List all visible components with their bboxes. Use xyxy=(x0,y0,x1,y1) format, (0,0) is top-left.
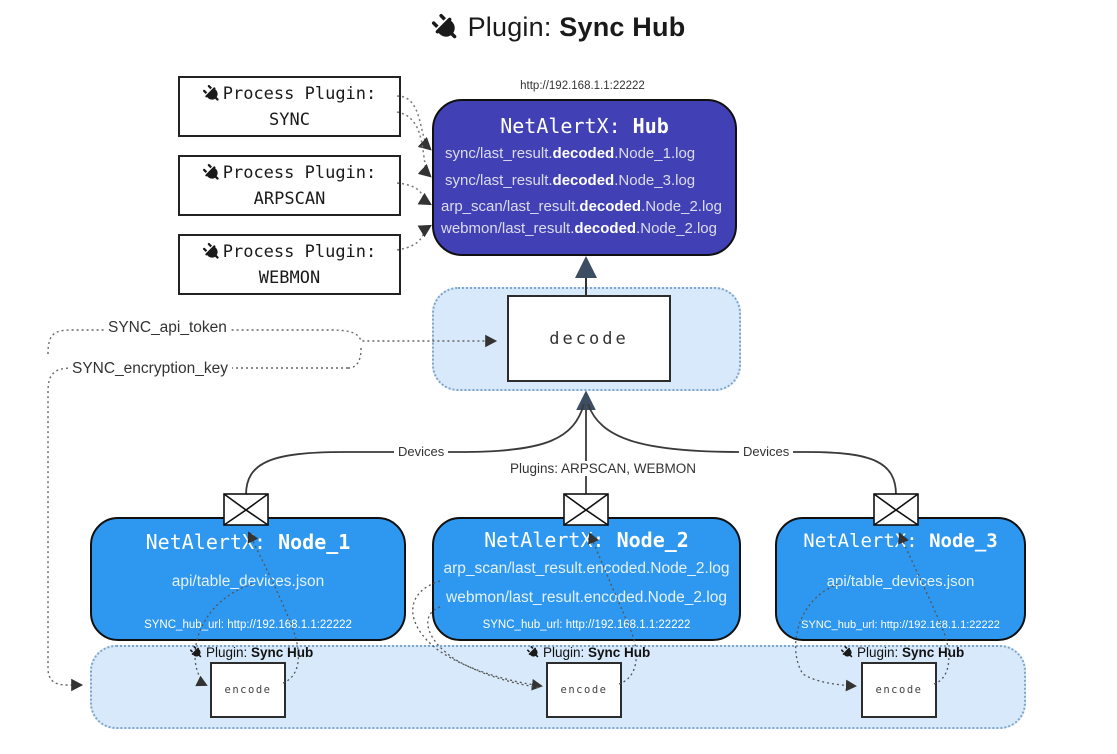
log-bold: decoded xyxy=(552,145,615,162)
band-plugin-bold: Sync Hub xyxy=(902,645,965,660)
hub-box: NetAlertX: Hub sync/last_result.decoded.… xyxy=(432,99,737,256)
sync-api-token-label: SYNC_api_token xyxy=(104,319,231,337)
band-plugin-bold: Sync Hub xyxy=(251,645,314,660)
node-title-bold: Node_1 xyxy=(278,530,351,554)
node-title: NetAlertX: Node_2 xyxy=(434,528,739,552)
devices-label-left: Devices xyxy=(394,444,449,459)
decode-box: decode xyxy=(507,295,671,382)
node-title-prefix: NetAlertX: xyxy=(484,528,617,552)
hub-title-prefix: NetAlertX: xyxy=(500,114,633,138)
node-title-bold: Node_2 xyxy=(616,528,689,552)
process-plugin-webmon: Process Plugin: WEBMON xyxy=(178,234,401,295)
band-plugin-text: Plugin: Sync Hub xyxy=(543,645,650,660)
node-2-box: NetAlertX: Node_2 arp_scan/last_result.e… xyxy=(432,517,741,641)
node-title: NetAlertX: Node_1 xyxy=(92,530,404,554)
log-pre: sync/last_result. xyxy=(445,145,553,162)
encode-box-2: encode xyxy=(546,662,622,718)
band-plugin-text: Plugin: Sync Hub xyxy=(206,645,313,660)
encode-box-1: encode xyxy=(210,662,286,718)
node-file: webmon/last_result.encoded.Node_2.log xyxy=(446,589,727,606)
log-bold: decoded xyxy=(552,172,615,189)
hub-log-line: sync/last_result.decoded.Node_3.log xyxy=(445,172,695,189)
band-plugin-label-2: Plugin: Sync Hub xyxy=(527,645,650,660)
node-hub-url: SYNC_hub_url: http://192.168.1.1:22222 xyxy=(144,619,352,631)
log-post: .Node_2.log xyxy=(641,198,722,215)
band-plugin-prefix: Plugin: xyxy=(543,645,589,660)
band-plugin-prefix: Plugin: xyxy=(206,645,252,660)
node-to-decode-wires xyxy=(245,390,897,496)
process-plugin-label: Process Plugin: xyxy=(222,162,377,183)
log-post: .Node_1.log xyxy=(614,145,696,162)
hub-log-line: webmon/last_result.decoded.Node_2.log xyxy=(441,220,717,237)
plug-icon xyxy=(199,239,224,264)
band-plugin-text: Plugin: Sync Hub xyxy=(857,645,964,660)
process-plugin-name: SYNC xyxy=(269,109,310,130)
page-title-text: Plugin: Sync Hub xyxy=(468,12,686,43)
log-bold: decoded xyxy=(579,198,642,215)
hub-url: http://192.168.1.1:22222 xyxy=(520,80,645,92)
node-title-prefix: NetAlertX: xyxy=(803,530,930,552)
band-plugin-label-1: Plugin: Sync Hub xyxy=(190,645,313,660)
log-pre: webmon/last_result. xyxy=(441,220,575,237)
title-prefix: Plugin: xyxy=(467,12,560,42)
process-plugin-label: Process Plugin: xyxy=(222,241,377,262)
hub-title: NetAlertX: Hub xyxy=(434,114,735,138)
node-file: arp_scan/last_result.encoded.Node_2.log xyxy=(443,560,730,577)
node-title-bold: Node_3 xyxy=(929,530,998,552)
plugin-to-hub-wires xyxy=(396,95,432,251)
log-pre: sync/last_result. xyxy=(445,172,553,189)
sync-encryption-key-label: SYNC_encryption_key xyxy=(68,360,232,378)
process-plugin-name: ARPSCAN xyxy=(253,188,326,209)
devices-label-right: Devices xyxy=(739,444,794,459)
plug-icon xyxy=(199,81,224,106)
node-hub-url: SYNC_hub_url: http://192.168.1.1:22222 xyxy=(482,619,691,631)
node-1-box: NetAlertX: Node_1 api/table_devices.json… xyxy=(90,517,406,641)
page-title: Plugin: Sync Hub xyxy=(0,12,1117,43)
node-hub-url: SYNC_hub_url: http://192.168.1.1:22222 xyxy=(801,619,1000,631)
process-plugin-name: WEBMON xyxy=(258,267,321,288)
process-plugin-sync: Process Plugin: SYNC xyxy=(178,76,401,137)
band-plugin-label-3: Plugin: Sync Hub xyxy=(841,645,964,660)
log-pre: arp_scan/last_result. xyxy=(441,198,580,215)
node-3-box: NetAlertX: Node_3 api/table_devices.json… xyxy=(775,517,1026,641)
encode-box-3: encode xyxy=(861,662,937,718)
plug-icon xyxy=(838,643,856,661)
hub-title-bold: Hub xyxy=(632,114,669,138)
hub-log-line: sync/last_result.decoded.Node_1.log xyxy=(445,145,695,162)
plug-icon xyxy=(199,160,224,185)
plugins-label-middle: Plugins: ARPSCAN, WEBMON xyxy=(506,461,701,476)
node-title-prefix: NetAlertX: xyxy=(145,530,279,554)
node-file: api/table_devices.json xyxy=(826,573,975,590)
band-plugin-prefix: Plugin: xyxy=(857,645,903,660)
node-title: NetAlertX: Node_3 xyxy=(777,530,1024,552)
process-plugin-label: Process Plugin: xyxy=(222,83,377,104)
plug-icon xyxy=(187,643,205,661)
process-plugin-arpscan: Process Plugin: ARPSCAN xyxy=(178,155,401,216)
log-post: .Node_3.log xyxy=(614,172,696,189)
title-bold: Sync Hub xyxy=(559,12,686,42)
node-file: api/table_devices.json xyxy=(171,573,325,590)
log-bold: decoded xyxy=(574,220,637,237)
hub-log-line: arp_scan/last_result.decoded.Node_2.log xyxy=(441,198,722,215)
log-post: .Node_2.log xyxy=(636,220,717,237)
band-plugin-bold: Sync Hub xyxy=(588,645,651,660)
plug-icon xyxy=(426,8,466,48)
plug-icon xyxy=(524,643,542,661)
